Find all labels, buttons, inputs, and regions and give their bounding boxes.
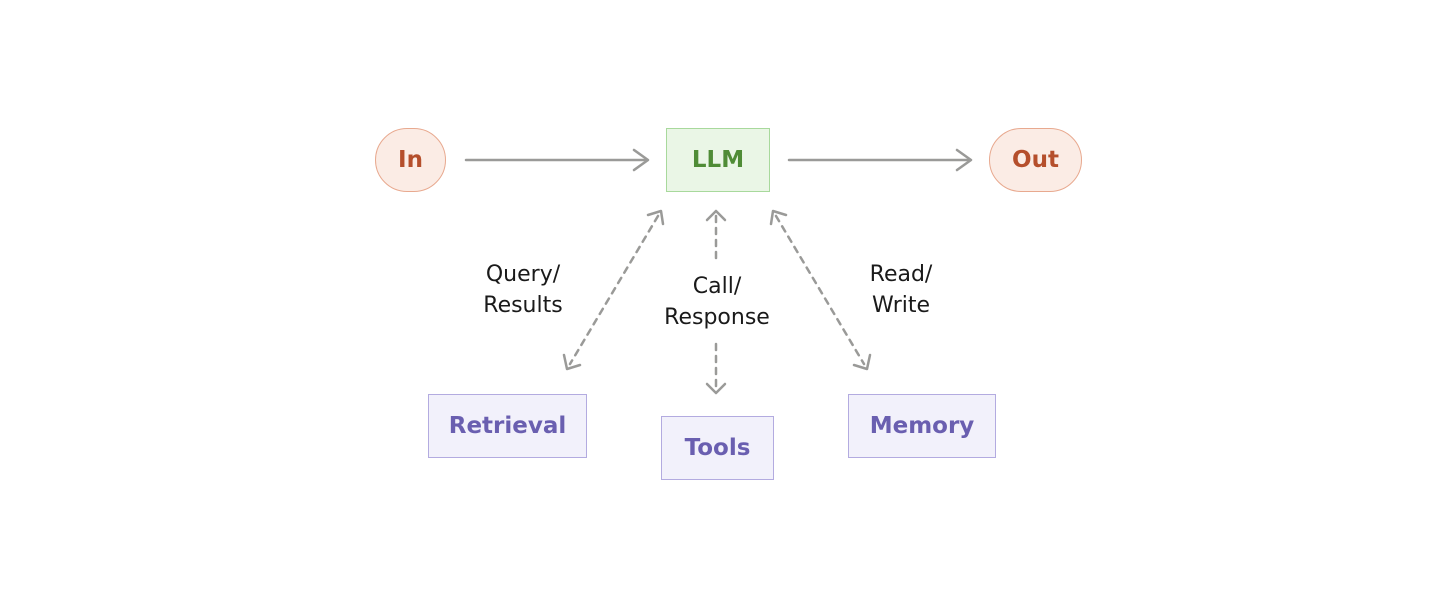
memory-node-label: Memory bbox=[869, 413, 975, 439]
tools-edge-label: Call/ Response bbox=[652, 271, 782, 333]
arrow-in-to-llm bbox=[464, 148, 650, 172]
tools-edge-label-line2: Response bbox=[664, 305, 770, 330]
tools-node-label: Tools bbox=[684, 435, 751, 461]
retrieval-edge-label-line2: Results bbox=[483, 293, 563, 318]
input-node: In bbox=[375, 128, 446, 192]
tools-edge-label-line1: Call/ bbox=[692, 274, 742, 299]
arrow-llm-to-out bbox=[787, 148, 973, 172]
memory-edge-label-line2: Write bbox=[871, 293, 931, 318]
retrieval-node: Retrieval bbox=[428, 394, 587, 458]
retrieval-edge-label-line1: Query/ bbox=[485, 262, 561, 287]
memory-edge-label: Read/ Write bbox=[846, 259, 956, 321]
llm-node-label: LLM bbox=[691, 147, 745, 173]
output-node: Out bbox=[989, 128, 1082, 192]
input-node-label: In bbox=[398, 147, 423, 173]
arrow-llm-retrieval bbox=[562, 209, 665, 371]
output-node-label: Out bbox=[1012, 147, 1059, 173]
arrow-llm-tools bbox=[705, 209, 727, 395]
retrieval-node-label: Retrieval bbox=[448, 413, 567, 439]
tools-node: Tools bbox=[661, 416, 774, 480]
memory-node: Memory bbox=[848, 394, 996, 458]
memory-edge-label-line1: Read/ bbox=[869, 262, 933, 287]
llm-node: LLM bbox=[666, 128, 770, 192]
retrieval-edge-label: Query/ Results bbox=[463, 259, 583, 321]
arrow-llm-memory bbox=[769, 209, 872, 371]
